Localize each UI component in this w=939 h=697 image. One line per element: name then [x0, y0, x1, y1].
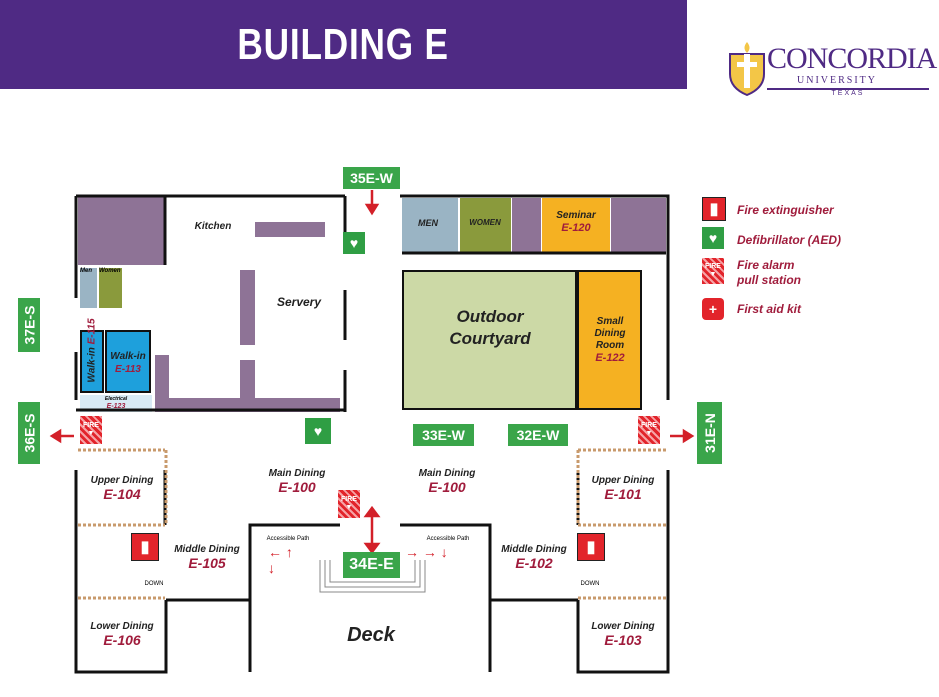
walkin-e115 [80, 330, 104, 393]
storage-n1 [512, 198, 541, 253]
legend-fire-alarm: Fire alarm pull station [737, 258, 801, 287]
legend-aed: Defibrillator (AED) [737, 233, 842, 247]
restroom-men [402, 198, 458, 253]
exit-36e-s: 36E-S [18, 402, 40, 464]
walkin-e115-label: Walk-in E-115 [86, 318, 98, 383]
logo-name: CONCORDIA [767, 42, 937, 75]
accessible-path-arrows-w: ← ↑↓ [268, 544, 293, 576]
women-label: WOMEN [469, 218, 501, 227]
aed-icon: ♥ [305, 418, 331, 444]
fire-extinguisher-icon: ▮ [577, 533, 605, 561]
fire-extinguisher-icon: ▮ [131, 533, 159, 561]
restroom-women-small: Women [99, 268, 122, 308]
logo-sub: UNIVERSITY [797, 75, 877, 86]
accessible-path-e: Accessible Path [426, 536, 470, 542]
courtyard-label: Outdoor Courtyard [449, 307, 531, 348]
fire-alarm-icon: FIRE▼ [338, 490, 360, 518]
fire-alarm-icon: FIRE▼ [702, 258, 724, 284]
header-banner: BUILDING E [0, 0, 687, 89]
restroom-women [460, 198, 511, 253]
concordia-logo: CONCORDIA UNIVERSITY TEXAS [727, 40, 937, 98]
exit-37e-s: 37E-S [18, 298, 40, 352]
kitchen-label: Kitchen [194, 221, 232, 232]
exit-34e-e: 34E-E [343, 552, 400, 578]
counter-south-v [240, 360, 255, 410]
exit-35e-w: 35E-W [343, 167, 400, 189]
exit-33e-w: 33E-W [413, 424, 474, 446]
deck-label: Deck [347, 624, 395, 646]
down-stairs-e: DOWN [580, 581, 600, 587]
fire-alarm-icon: FIRE▼ [80, 416, 102, 444]
men-label: MEN [418, 218, 438, 228]
counter-servery [240, 270, 255, 345]
storage-area-nw [78, 197, 165, 265]
counter-sw [155, 355, 169, 400]
counter-kitchen [255, 222, 325, 237]
legend-first-aid: First aid kit [737, 302, 802, 316]
exit-32e-w: 32E-W [508, 424, 568, 446]
fire-alarm-icon: FIRE▼ [638, 416, 660, 444]
exit-31e-n: 31E-N [697, 402, 722, 464]
accessible-path-w: Accessible Path [266, 536, 310, 542]
page-title: BUILDING E [237, 19, 450, 69]
first-aid-icon: + [702, 298, 724, 320]
legend-fire-extinguisher: Fire extinguisher [737, 203, 834, 217]
logo-state: TEXAS [767, 88, 929, 98]
seminar-e120 [542, 198, 610, 253]
small-dining-e122 [577, 270, 642, 410]
shield-icon [729, 42, 765, 96]
restroom-men-small: Men [80, 268, 97, 308]
accessible-path-arrows-e: → → ↓ [405, 544, 448, 560]
electrical-e123 [80, 395, 152, 412]
aed-icon: ♥ [343, 232, 365, 254]
down-stairs-w: DOWN [144, 581, 164, 587]
aed-icon: ♥ [702, 227, 724, 249]
fire-extinguisher-icon: ▮ [702, 197, 726, 221]
storage-n2 [611, 198, 666, 253]
outdoor-courtyard [402, 270, 577, 410]
walkin-e113 [105, 330, 151, 393]
servery-label: Servery [276, 295, 322, 309]
